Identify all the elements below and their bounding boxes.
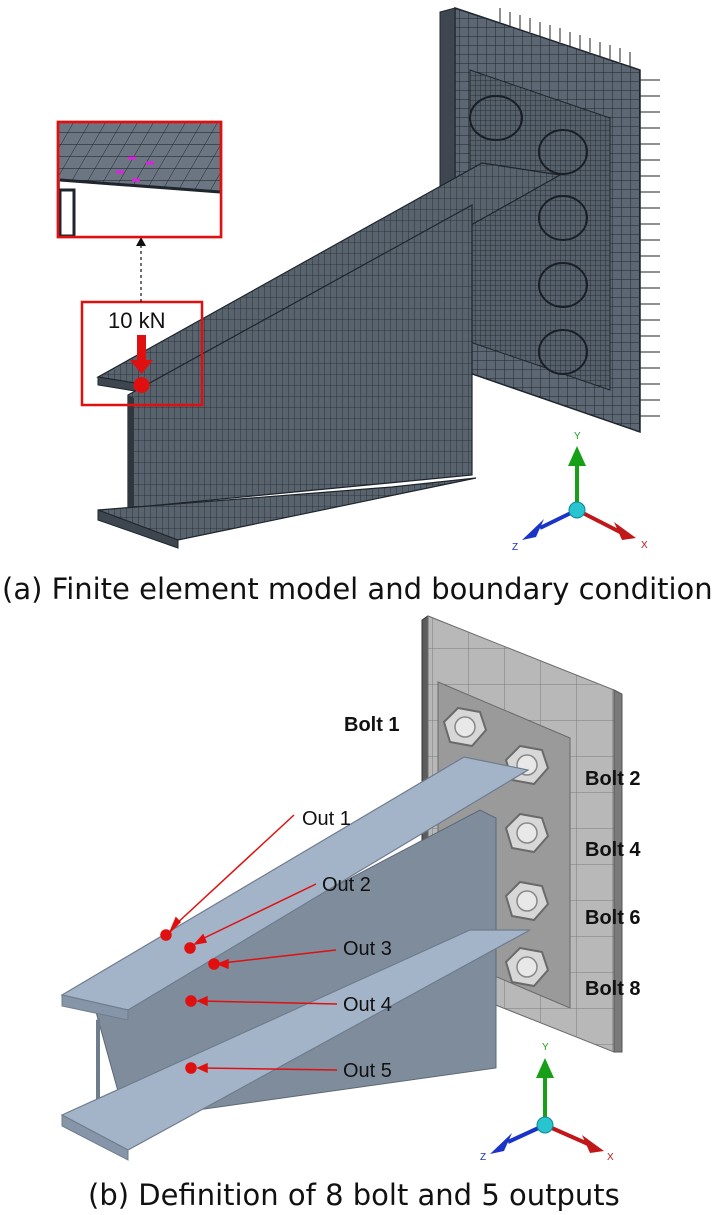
bolt-label-6: Bolt 6 — [585, 907, 641, 929]
axis-triad-b: Y X Z — [480, 1042, 614, 1163]
bolt-label-4: Bolt 4 — [585, 839, 641, 861]
ibeam — [60, 756, 531, 1161]
out-label-2: Out 2 — [322, 874, 371, 896]
load-label: 10 kN — [108, 308, 165, 333]
inset-load-points — [116, 156, 154, 182]
output-markers — [160, 814, 338, 1074]
axis-z-label-b: Z — [480, 1152, 486, 1163]
axis-y-label-b: Y — [542, 1042, 549, 1053]
bolt-label-8: Bolt 8 — [585, 978, 641, 1000]
bolts — [442, 706, 550, 988]
axis-x-label: X — [641, 540, 648, 551]
bolts-mesh — [469, 95, 588, 375]
out-label-4: Out 4 — [343, 994, 392, 1016]
axis-triad-a: Y X Z — [512, 431, 648, 553]
out-label-3: Out 3 — [343, 938, 392, 960]
out-label-1: Out 1 — [302, 808, 351, 830]
bolt-label-2: Bolt 2 — [585, 768, 641, 790]
load-inset — [56, 120, 223, 239]
bolt-label-1: Bolt 1 — [344, 714, 400, 736]
out-label-5: Out 5 — [343, 1060, 392, 1082]
axis-x-label-b: X — [607, 1152, 614, 1163]
bolt-hex-icons — [454, 716, 538, 978]
panel-b: Bolt 1 Bolt 2 Bolt 4 Bolt 6 Bolt 8 O — [60, 615, 641, 1212]
axis-z-label: Z — [512, 542, 518, 553]
output-labels: Out 1 Out 2 Out 3 Out 4 Out 5 — [302, 808, 392, 1082]
panel-a: 10 kN — [2, 6, 713, 606]
load-annotation: 10 kN — [80, 237, 204, 407]
caption-a: (a) Finite element model and boundary co… — [2, 572, 713, 606]
ibeam-mesh — [96, 162, 562, 549]
fixed-support-hatching — [499, 8, 660, 417]
caption-b: (b) Definition of 8 bolt and 5 outputs — [88, 1178, 620, 1212]
axis-y-label: Y — [574, 431, 581, 442]
bolt-labels: Bolt 1 Bolt 2 Bolt 4 Bolt 6 Bolt 8 — [344, 714, 641, 1000]
